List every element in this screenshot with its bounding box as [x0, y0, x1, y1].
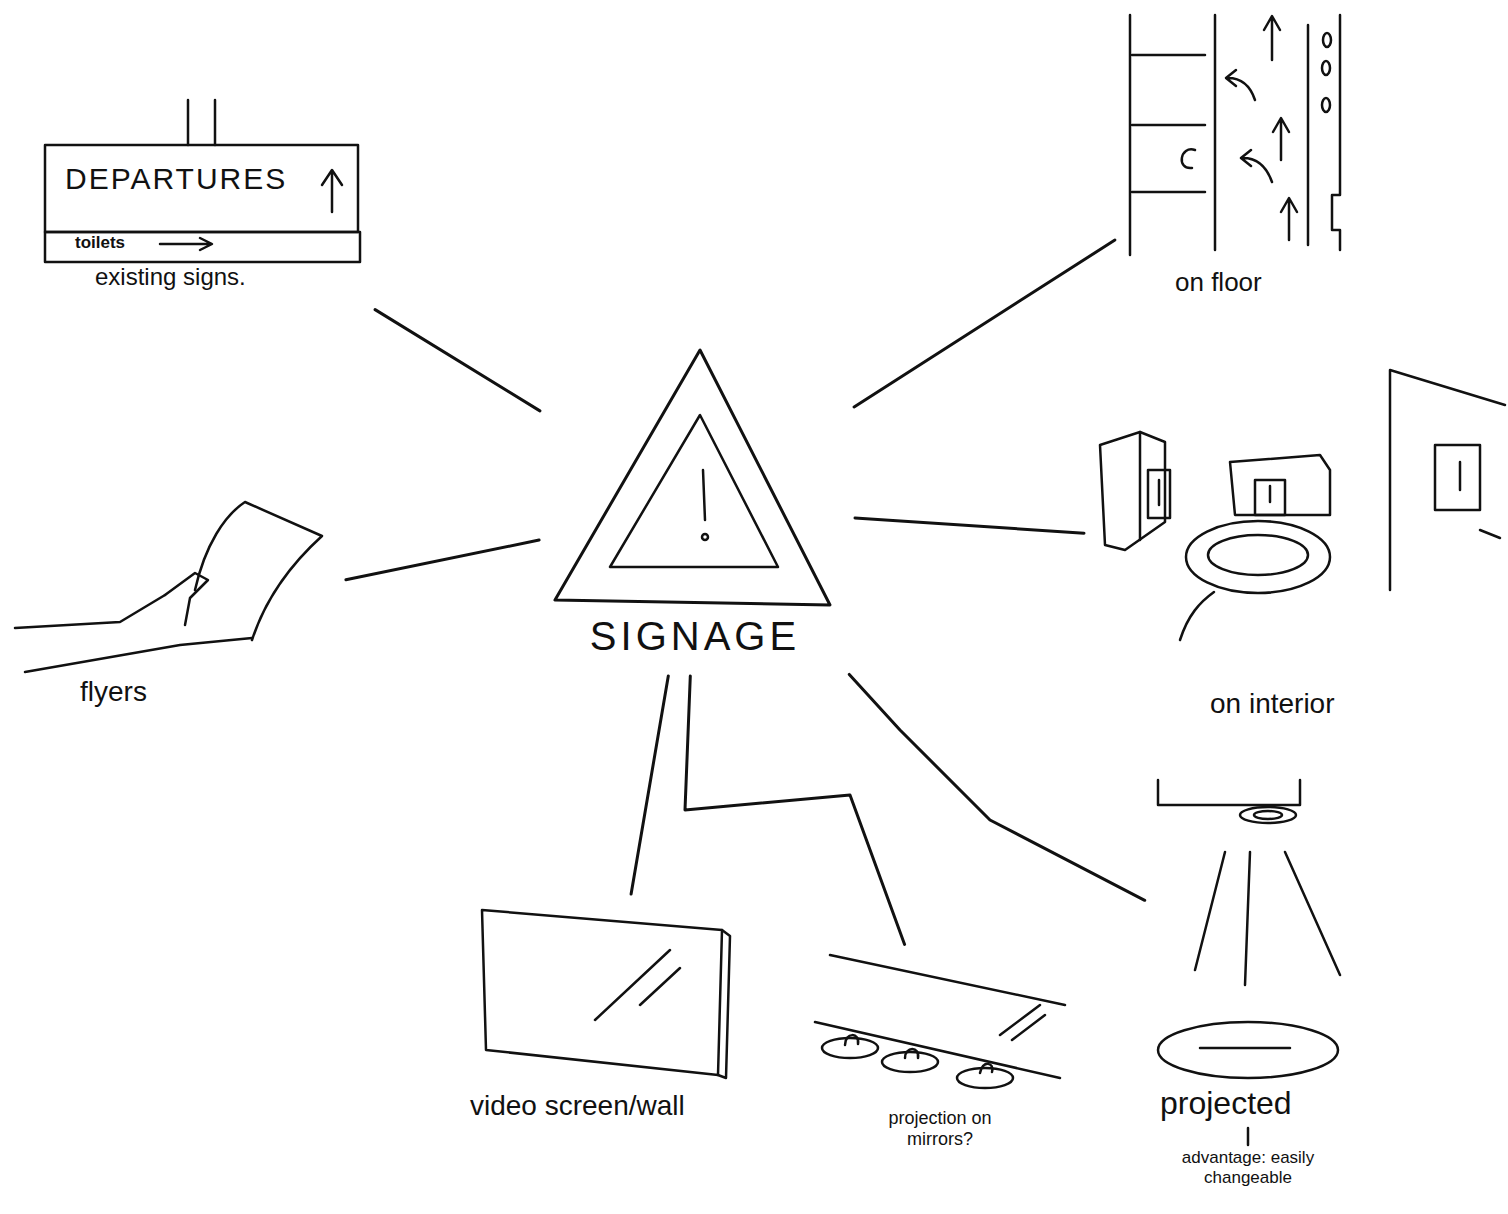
sketch-stroke: [195, 502, 322, 640]
sketch-stroke: [25, 638, 252, 672]
sketch-stroke: [702, 534, 708, 540]
sign-sketch-node: DEPARTURES toilets existing signs.: [40, 100, 370, 310]
branch-line: [855, 518, 1084, 533]
sketch-stroke: [188, 100, 215, 145]
node-caption: on floor: [1175, 268, 1262, 298]
sketch-stroke: [1180, 592, 1214, 640]
interior-signs-sketch: [1100, 370, 1505, 640]
node-caption: toilets: [75, 233, 125, 253]
sketch-stroke: [1273, 118, 1289, 160]
sketch-stroke: [1100, 432, 1165, 550]
sketch-stroke: [1230, 455, 1330, 515]
sketch-stroke: [1459, 462, 1462, 490]
sketch-stroke: [1158, 480, 1161, 505]
warning-sign-node: SIGNAGE: [545, 345, 849, 670]
node-caption: on interior: [1210, 688, 1335, 720]
sketch-stroke: [845, 1035, 992, 1073]
node-caption: video screen/wall: [470, 1090, 685, 1122]
sketch-stroke: [15, 595, 165, 628]
interior-sketch-node: on interior: [1090, 360, 1508, 735]
sketch-stroke: [718, 930, 730, 1078]
flyer-sketch-node: flyers: [10, 500, 340, 730]
sketch-stroke: [1182, 149, 1195, 168]
sketch-stroke: [322, 170, 342, 212]
warning-triangle: [555, 350, 830, 605]
sketch-stroke: [160, 238, 212, 250]
sketch-stroke: [1200, 1047, 1290, 1050]
sketch-stroke: [882, 1052, 938, 1072]
sketch-stroke: [45, 145, 358, 232]
sketch-stroke: [1132, 55, 1205, 192]
hanging-sign: [45, 100, 360, 262]
sketch-stroke: [1158, 780, 1300, 805]
sketch-stroke: [1255, 480, 1285, 515]
sketch-stroke: [1323, 33, 1331, 47]
sketch-stroke: [482, 910, 722, 1075]
node-caption: DEPARTURES: [65, 162, 287, 197]
branch-line: [854, 240, 1115, 407]
sketch-stroke: [595, 950, 680, 1020]
sketch-stroke: [1322, 61, 1330, 75]
sketch-stroke: [957, 1068, 1013, 1088]
node-caption: existing signs.: [95, 263, 246, 291]
hand-with-flyer: [15, 502, 322, 672]
sketch-stroke: [1241, 150, 1272, 182]
branch-line: [849, 674, 1144, 900]
sketch-stroke: [1148, 470, 1170, 518]
video-screen-sketch: [482, 910, 730, 1078]
node-caption: SIGNAGE: [545, 613, 845, 659]
node-caption: projection on mirrors?: [865, 1108, 1015, 1149]
sketch-stroke: [1264, 16, 1280, 60]
sketch-stroke: [1281, 198, 1297, 240]
branch-line: [375, 310, 540, 411]
projector-sketch-node: projected: [1150, 775, 1350, 1135]
mirror-sketch-node: projection on mirrors?: [820, 950, 1070, 1160]
sketch-stroke: [1240, 807, 1296, 823]
node-caption: flyers: [80, 676, 147, 708]
sketch-stroke: [1480, 530, 1500, 538]
branch-line: [346, 540, 539, 580]
sketch-stroke: [1254, 811, 1282, 819]
sketch-stroke: [1195, 852, 1340, 985]
screen-sketch-node: video screen/wall: [460, 900, 760, 1135]
sketch-stroke: [1308, 15, 1340, 250]
sketch-stroke: [555, 350, 830, 605]
sketch-stroke: [1226, 70, 1255, 100]
sketch-stroke: [830, 955, 1065, 1005]
sketch-stroke: [1139, 432, 1142, 540]
branch-line: [685, 676, 905, 944]
mirror-sinks-sketch: [815, 955, 1065, 1088]
sketch-stroke: [610, 415, 778, 567]
floor-plan-sketch: [1130, 15, 1340, 255]
projector-sketch: [1158, 780, 1340, 1145]
sketch-stroke: [822, 1038, 878, 1058]
sketch-stroke: [1322, 98, 1330, 112]
branch-line: [631, 676, 668, 894]
sketch-stroke: [1269, 486, 1272, 502]
sketch-stroke: [1129, 15, 1132, 255]
sketch-stroke: [1000, 1005, 1045, 1040]
note-text: advantage: easily changeable: [1168, 1148, 1328, 1187]
node-caption: projected: [1160, 1085, 1292, 1122]
sketch-stroke: [1247, 1128, 1250, 1145]
sketch-stroke: [1186, 521, 1330, 593]
sketch-stroke: [703, 470, 705, 520]
sketch-stroke: [1158, 1022, 1338, 1078]
sketch-stroke: [1208, 535, 1308, 575]
sketch-stroke: [1214, 15, 1217, 250]
sketch-stroke: [1390, 370, 1505, 590]
sketch-stroke: [165, 573, 208, 625]
sketch-stroke: [1435, 445, 1480, 510]
sketch-stroke: [45, 232, 360, 262]
floor-sketch-node: on floor: [1120, 10, 1360, 310]
